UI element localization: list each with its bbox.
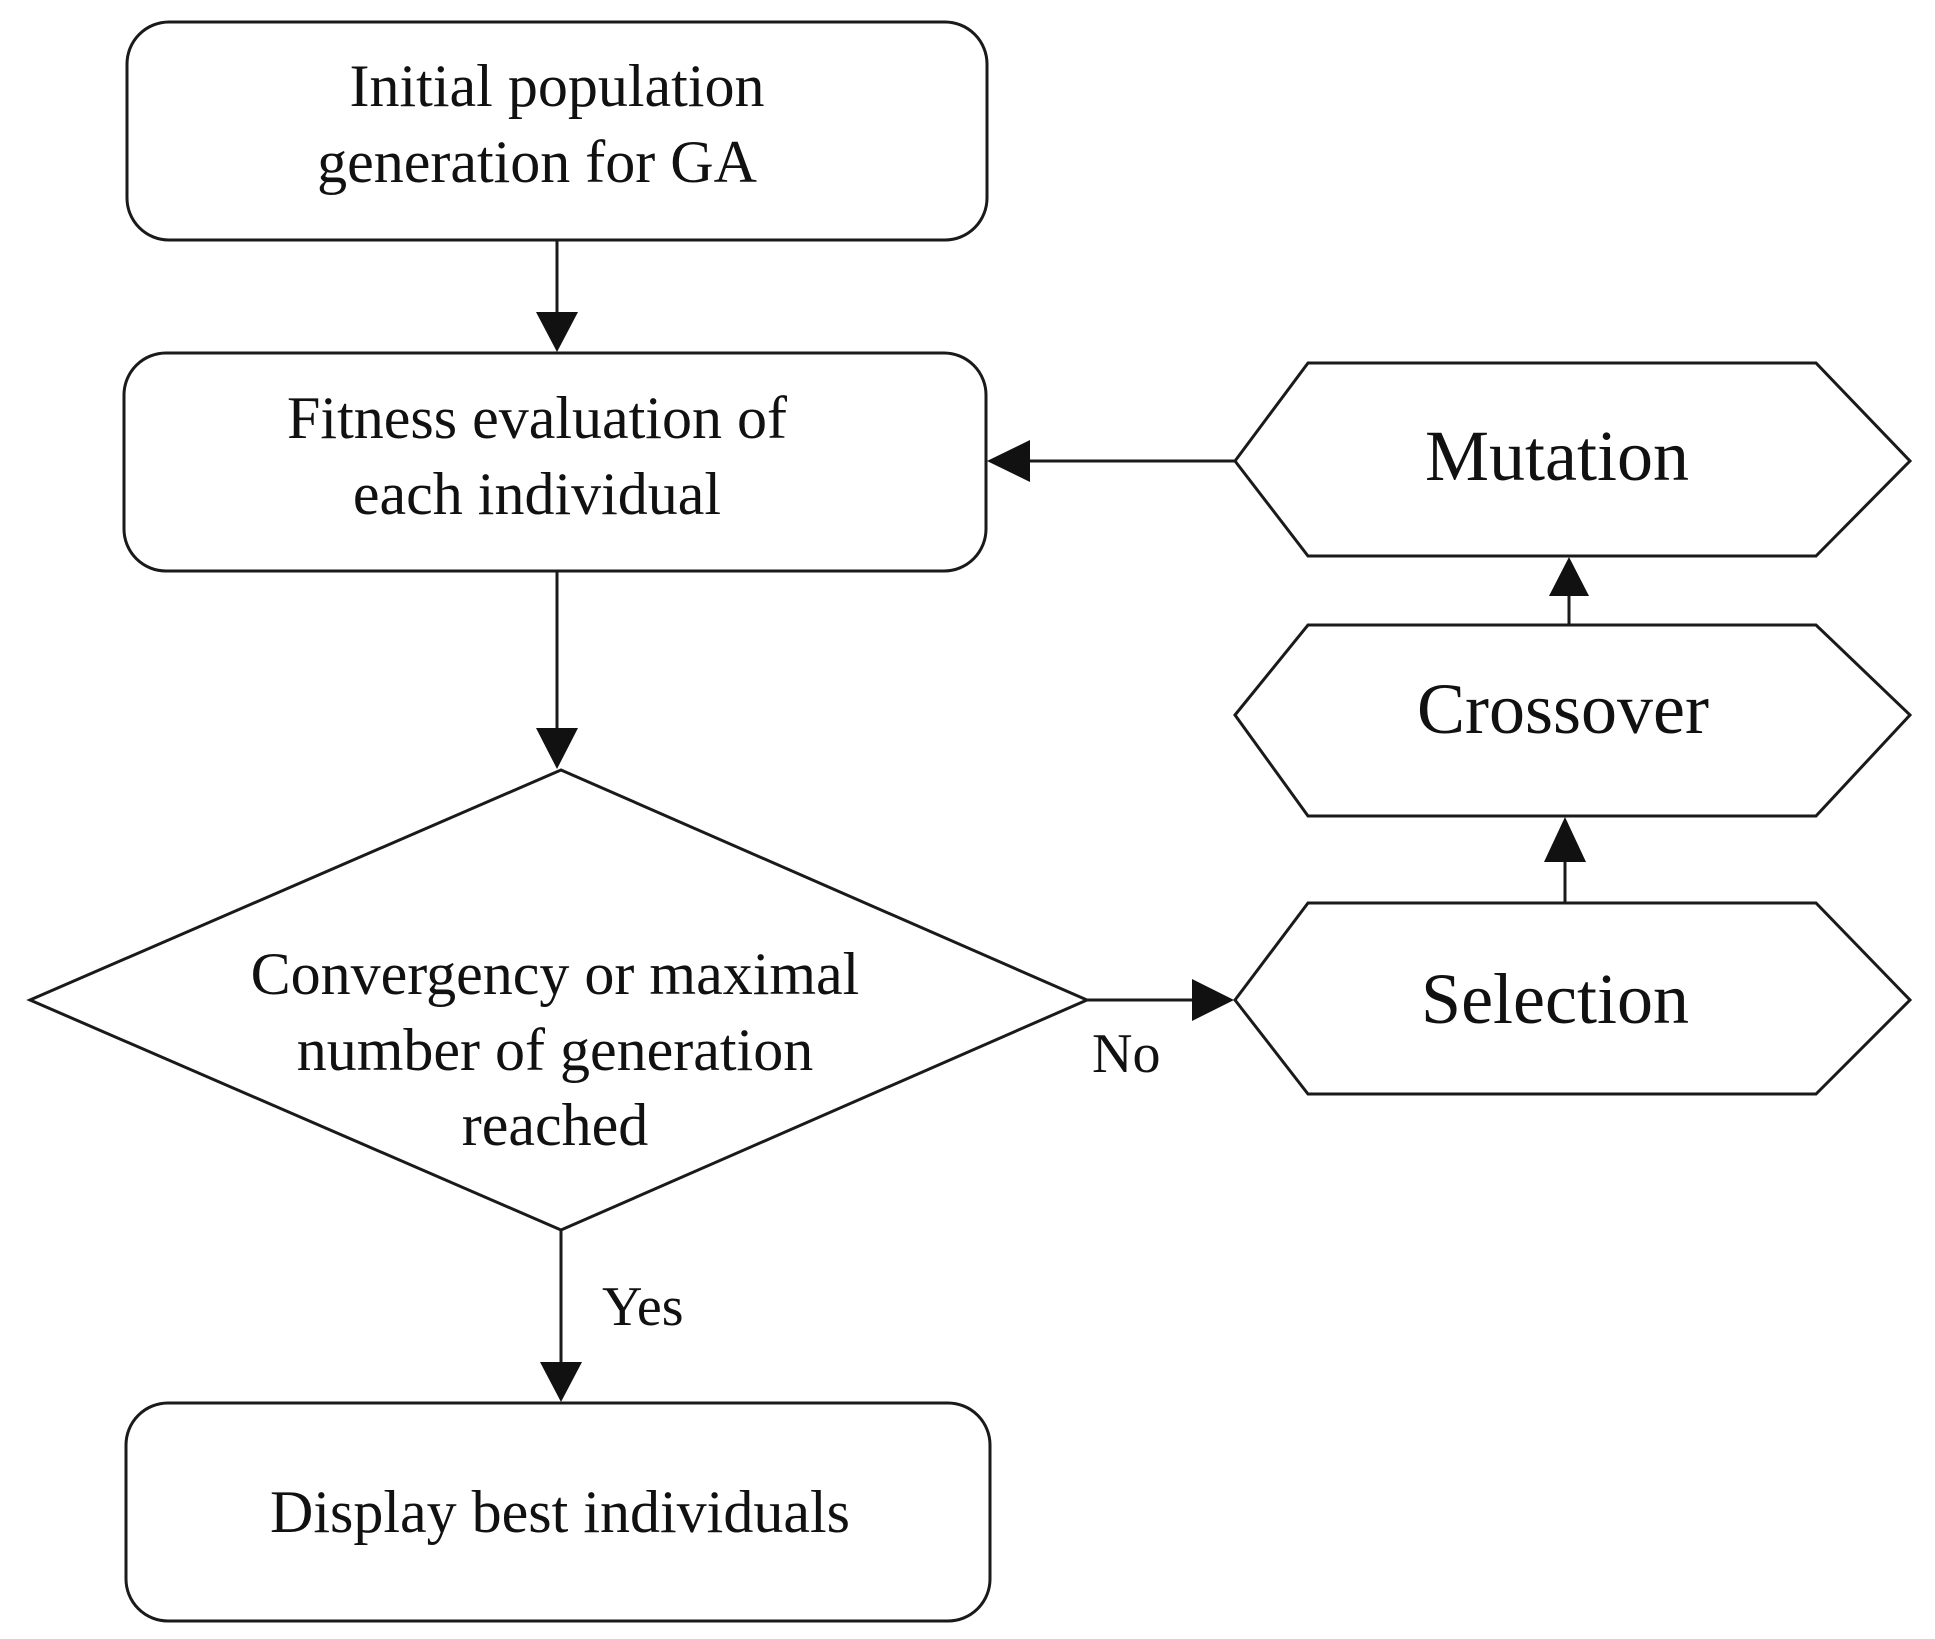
arrowhead-up-icon	[1549, 557, 1589, 596]
display-best-label: Display best individuals	[270, 1479, 850, 1545]
mutation-node: Mutation	[1233, 361, 1913, 558]
edge-convergence-to-selection: No	[1087, 979, 1234, 1085]
selection-node: Selection	[1233, 901, 1913, 1096]
crossover-node: Crossover	[1233, 623, 1913, 818]
mutation-label: Mutation	[1425, 416, 1689, 496]
edge-convergence-to-display: Yes	[540, 1230, 683, 1402]
fitness-evaluation-label-line2: each individual	[353, 461, 721, 527]
crossover-label: Crossover	[1417, 669, 1709, 749]
initial-population-label-line1: Initial population	[350, 53, 765, 119]
yes-edge-label: Yes	[602, 1276, 683, 1338]
convergence-decision-node: Convergency or maximal number of generat…	[26, 768, 1091, 1232]
crossover-hexagon	[1233, 623, 1913, 818]
convergence-label-line2: number of generation	[297, 1017, 813, 1083]
fitness-evaluation-box	[122, 351, 988, 573]
mutation-hexagon	[1233, 361, 1913, 558]
convergence-label-line1: Convergency or maximal	[251, 941, 860, 1007]
display-best-node: Display best individuals	[124, 1401, 992, 1623]
edge-fitness-to-convergence	[536, 571, 578, 769]
arrowhead-up-icon	[1544, 817, 1586, 862]
selection-hexagon	[1233, 901, 1913, 1096]
selection-label: Selection	[1421, 959, 1689, 1039]
arrowhead-right-icon	[1192, 979, 1234, 1021]
no-edge-label: No	[1092, 1023, 1160, 1085]
arrowhead-down-icon	[536, 312, 578, 352]
display-best-box	[124, 1401, 992, 1623]
edge-mutation-to-fitness	[987, 440, 1235, 482]
fitness-evaluation-label-line1: Fitness evaluation of	[287, 385, 787, 451]
edge-crossover-to-mutation	[1549, 557, 1589, 625]
arrowhead-left-icon	[987, 440, 1030, 482]
fitness-evaluation-node: Fitness evaluation of each individual	[122, 351, 988, 573]
initial-population-label-line2: generation for GA	[317, 129, 757, 195]
edge-initial-to-fitness	[536, 240, 578, 352]
convergence-label-line3: reached	[462, 1092, 649, 1158]
initial-population-node: Initial population generation for GA	[125, 20, 989, 242]
arrowhead-down-icon	[536, 728, 578, 769]
arrowhead-down-icon	[540, 1362, 582, 1402]
edge-selection-to-crossover	[1544, 817, 1586, 903]
